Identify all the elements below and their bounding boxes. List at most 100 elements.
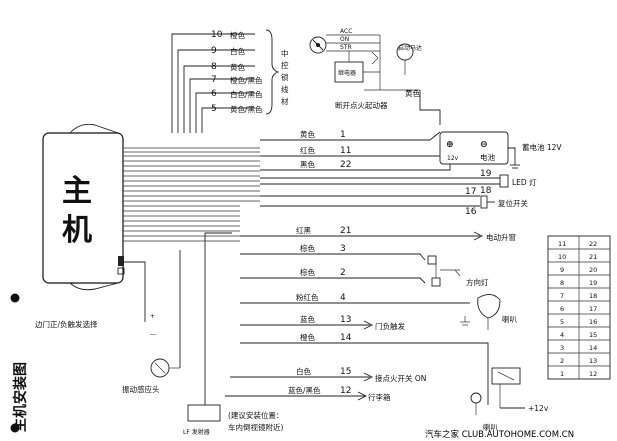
wire-black-22-color: 黑色	[300, 159, 315, 169]
svg-text:—: —	[150, 331, 156, 338]
door-trigger: 蓝色 13 门负触发	[240, 314, 470, 331]
ign-acc: ACC	[340, 28, 352, 35]
pin-cell: 16	[589, 318, 597, 326]
wire-12-color: 蓝色/黑色	[288, 385, 321, 395]
central-lock-wires: 10 橙色 9 白色 8 黄色 7 橙色/黑色 6 白色/黑色 5 黄色/黑色	[171, 29, 280, 133]
bottom-right-label: 喇叭	[483, 422, 498, 432]
pin-cell: 17	[589, 305, 597, 313]
pin-cell: 5	[560, 318, 564, 326]
pin-cell: 13	[589, 357, 597, 365]
led-num-1: 19	[480, 169, 492, 179]
install-note-2: 车内倒视镜附近)	[228, 422, 283, 432]
wire-orange-14: 橙色 14	[240, 332, 489, 405]
cl-num-4: 7	[211, 75, 217, 85]
pin-cell: 18	[589, 292, 597, 300]
wire-2-target: 方向灯	[466, 277, 489, 287]
bottom-right-relay: 喇叭 +12v	[470, 367, 549, 432]
led: 19 18 LED 灯	[260, 169, 537, 196]
shock-sensor-label: 振动感应头	[122, 384, 160, 394]
wire-14-color: 橙色	[300, 332, 315, 342]
wire-4-color: 粉红色	[296, 292, 319, 302]
main-title-text: 主机安装图	[12, 362, 29, 432]
ign-wire-label: 黄色	[405, 88, 420, 98]
wire-4-num: 4	[340, 293, 346, 303]
wire-yellow-1: 黄色 1	[260, 129, 441, 141]
wire-redblack-21: 红黑 21 电动升窗	[240, 225, 516, 242]
pin-cell: 1	[560, 370, 564, 378]
wire-13-color: 蓝色	[300, 314, 315, 324]
cl-color-6: 黄色/黑色	[230, 104, 263, 114]
wire-3-color: 棕色	[300, 243, 315, 253]
battery: ⊕ ⊖ 12v 电池 蓄电池 12V	[439, 131, 562, 169]
battery-volt-symbol: 12v	[447, 155, 459, 162]
pin-cell: 2	[560, 357, 564, 365]
wire-red-11-color: 红色	[300, 145, 315, 155]
central-lock-title: 中 控 锁 线 材	[281, 48, 289, 106]
svg-text:⊖: ⊖	[480, 140, 488, 150]
watermark: 汽车之家 CLUB.AUTOHOME.COM.CN	[425, 429, 574, 440]
battery-caption: 蓄电池 12V	[522, 142, 562, 152]
host-label-2: 机	[62, 213, 92, 248]
reset-switch: 17 16 复位开关	[260, 187, 528, 217]
svg-text:⊕: ⊕	[446, 140, 454, 150]
antenna: LF 发射器 (建议安装位置： 车内倒视镜附近)	[183, 232, 283, 436]
shock-sensor: 振动感应头	[122, 250, 181, 394]
wire-black-22-num: 22	[340, 160, 351, 170]
cl-color-3: 黄色	[230, 62, 245, 72]
cl-color-1: 橙色	[230, 30, 245, 40]
harness-bundle	[123, 147, 260, 242]
door-trigger-select-label: 边门正/负触发选择	[35, 319, 98, 329]
pin-cell: 19	[589, 279, 597, 287]
wire-14-num: 14	[340, 333, 352, 343]
pin-cell: 15	[589, 331, 597, 339]
reset-label: 复位开关	[498, 198, 528, 208]
ign-str: STR	[340, 44, 352, 51]
pin-cell: 22	[589, 240, 597, 248]
ign-unit-label: 继电器	[338, 69, 356, 77]
wire-15-num: 15	[340, 367, 351, 377]
battery-label: 电池	[480, 152, 495, 162]
cl-color-5: 白色/黑色	[230, 89, 263, 99]
ign-caption: 断开点火起动器	[335, 100, 388, 110]
wire-12-target: 行李箱	[368, 392, 391, 402]
pin-cell: 9	[560, 266, 564, 274]
main-title: 主机安装图	[10, 293, 29, 433]
pin-cell: 14	[589, 344, 597, 352]
cl-num-6: 5	[211, 104, 217, 114]
cl-title-2: 控	[281, 60, 289, 70]
pin-cell: 11	[558, 240, 566, 248]
pin-cell: 7	[560, 292, 564, 300]
wire-21-target: 电动升窗	[486, 232, 516, 242]
host-unit: 主 机	[42, 123, 124, 291]
pin-cell: 12	[589, 370, 597, 378]
wire-3-num: 3	[340, 244, 346, 254]
wire-yellow-1-num: 1	[340, 130, 346, 140]
wire-15-color: 白色	[296, 366, 311, 376]
wire-2-num: 2	[340, 268, 346, 278]
door-trigger-select: 边门正/负触发选择 + —	[35, 256, 156, 338]
cl-num-1: 10	[211, 30, 223, 40]
pin-cell: 10	[558, 253, 566, 261]
cl-title-1: 中	[281, 48, 289, 58]
pin-cell: 8	[560, 279, 564, 287]
wire-yellow-1-color: 黄色	[300, 129, 315, 139]
horn: 粉红色 4 喇叭	[240, 292, 517, 330]
cl-title-5: 材	[281, 96, 289, 106]
cl-num-3: 8	[211, 62, 217, 72]
pin-cell: 4	[560, 331, 564, 339]
bottom-right-voltage: +12v	[528, 404, 549, 413]
cl-color-2: 白色	[230, 46, 245, 56]
wire-21-color: 红黑	[296, 225, 311, 235]
connector-table: 11 22 10 21 9 20 8 19 7 18 6 17 5 16 4 1…	[547, 235, 611, 380]
turn-signals: 棕色 3 棕色 2 方向灯	[240, 243, 489, 287]
reset-num-1: 17	[465, 187, 476, 197]
ignition-block: ACC ON STR 继电器 启动马达 黄色 断开点火起动器	[309, 28, 441, 125]
cl-title-3: 锁	[281, 72, 289, 82]
cl-color-4: 橙色/黑色	[230, 75, 263, 85]
wire-blueblack-12: 蓝色/黑色 12 行李箱	[225, 385, 391, 402]
pin-cell: 21	[589, 253, 597, 261]
wire-12-num: 12	[340, 386, 351, 396]
antenna-label: LF 发射器	[183, 428, 210, 436]
wire-15-target: 接点火开关 ON	[375, 373, 426, 383]
